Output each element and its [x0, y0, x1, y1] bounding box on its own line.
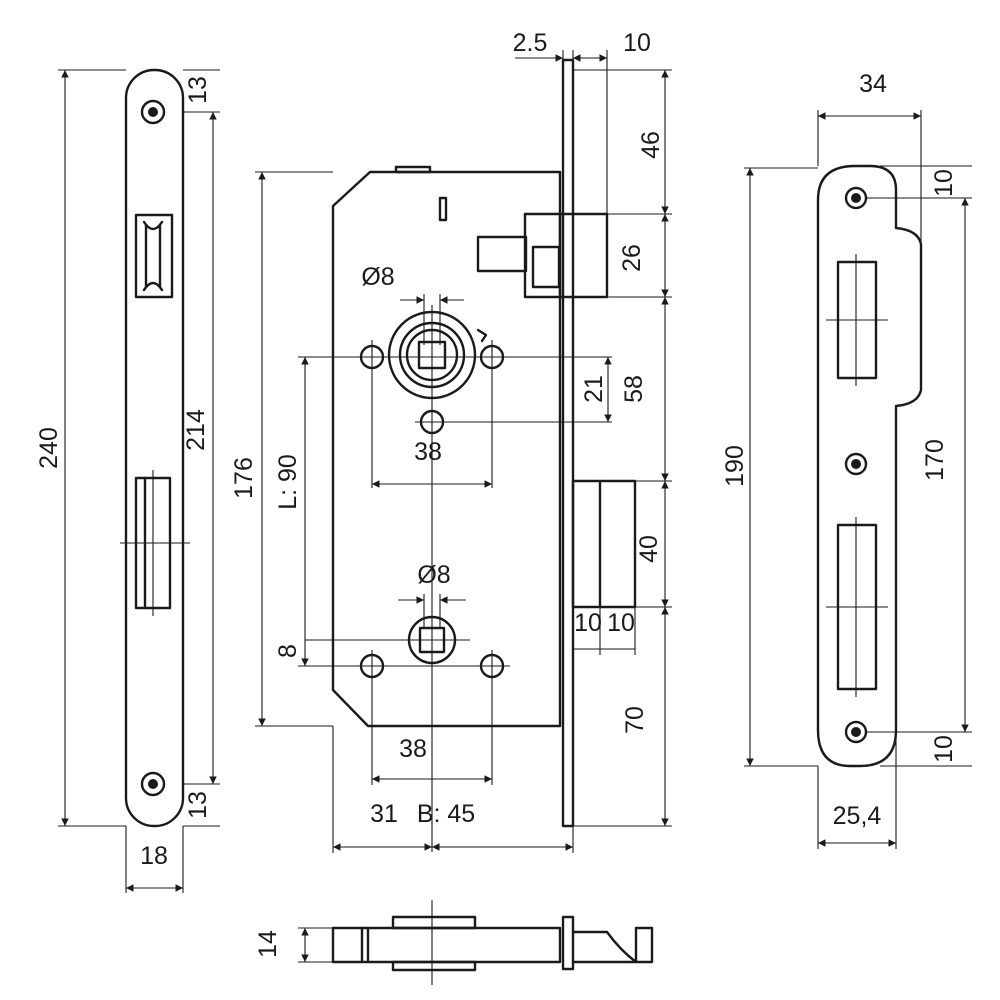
- dim-46: 46: [637, 131, 665, 159]
- dim-240: 240: [35, 427, 63, 469]
- latch-bolt-block: [571, 479, 637, 609]
- dim-31: 31: [370, 800, 398, 828]
- dim-10-bolt: 10: [623, 29, 651, 57]
- lock-case-outline: [331, 170, 562, 728]
- spindle-hub-icon: [387, 310, 488, 400]
- dim-13-top: 13: [184, 76, 212, 104]
- dim-25-4: 25,4: [833, 802, 882, 830]
- lock-faceplate-edge: [561, 58, 575, 828]
- front-plate-bolt-slot: [134, 213, 174, 299]
- dim-L90: L: 90: [274, 454, 302, 510]
- dim-10-strike-top: 10: [930, 169, 958, 197]
- dim-38-bottom: 38: [399, 735, 427, 763]
- dim-40: 40: [635, 535, 663, 563]
- front-plate-view: 240 214 13 13 18: [35, 68, 220, 893]
- dim-214: 214: [182, 409, 210, 451]
- dim-38-top: 38: [414, 438, 442, 466]
- dim-170: 170: [921, 439, 949, 481]
- bottom-view-body: [331, 926, 562, 964]
- strike-plate-outline: [816, 164, 923, 768]
- dim-10-strike-bottom: 10: [930, 735, 958, 763]
- dim-14: 14: [254, 930, 282, 958]
- front-plate-top-screw-icon: [140, 99, 166, 125]
- strike-plate-view: 34 190 170 10 10 25,4: [721, 70, 972, 849]
- dim-18: 18: [140, 842, 168, 870]
- dim-190: 190: [721, 445, 749, 487]
- bottom-view: 14: [254, 900, 654, 985]
- dim-21: 21: [580, 375, 608, 403]
- dim-10-latch-a: 10: [574, 609, 602, 637]
- dim-10-latch-b: 10: [607, 609, 635, 637]
- dim-dia8-top: Ø8: [361, 263, 394, 291]
- dim-B45: B: 45: [417, 800, 475, 828]
- lock-body-view: Ø8 38 21 2.5 10 46 26 58 40 70: [230, 29, 672, 853]
- dim-26: 26: [618, 244, 646, 272]
- strike-middle-screw-icon: [844, 452, 868, 476]
- strike-bottom-screw-icon: [844, 720, 868, 744]
- dim-dia8-lower: Ø8: [417, 561, 450, 589]
- deadbolt-block: [476, 212, 609, 299]
- dim-2-5: 2.5: [513, 29, 548, 57]
- dim-34: 34: [859, 70, 887, 98]
- dim-8-lower: 8: [274, 644, 302, 658]
- dim-176: 176: [230, 457, 258, 499]
- dim-13-bottom: 13: [184, 791, 212, 819]
- dim-70: 70: [621, 706, 649, 734]
- front-plate-bottom-screw-icon: [140, 771, 166, 797]
- strike-top-screw-icon: [844, 186, 868, 210]
- dim-58: 58: [620, 375, 648, 403]
- front-plate-outline: [124, 68, 185, 828]
